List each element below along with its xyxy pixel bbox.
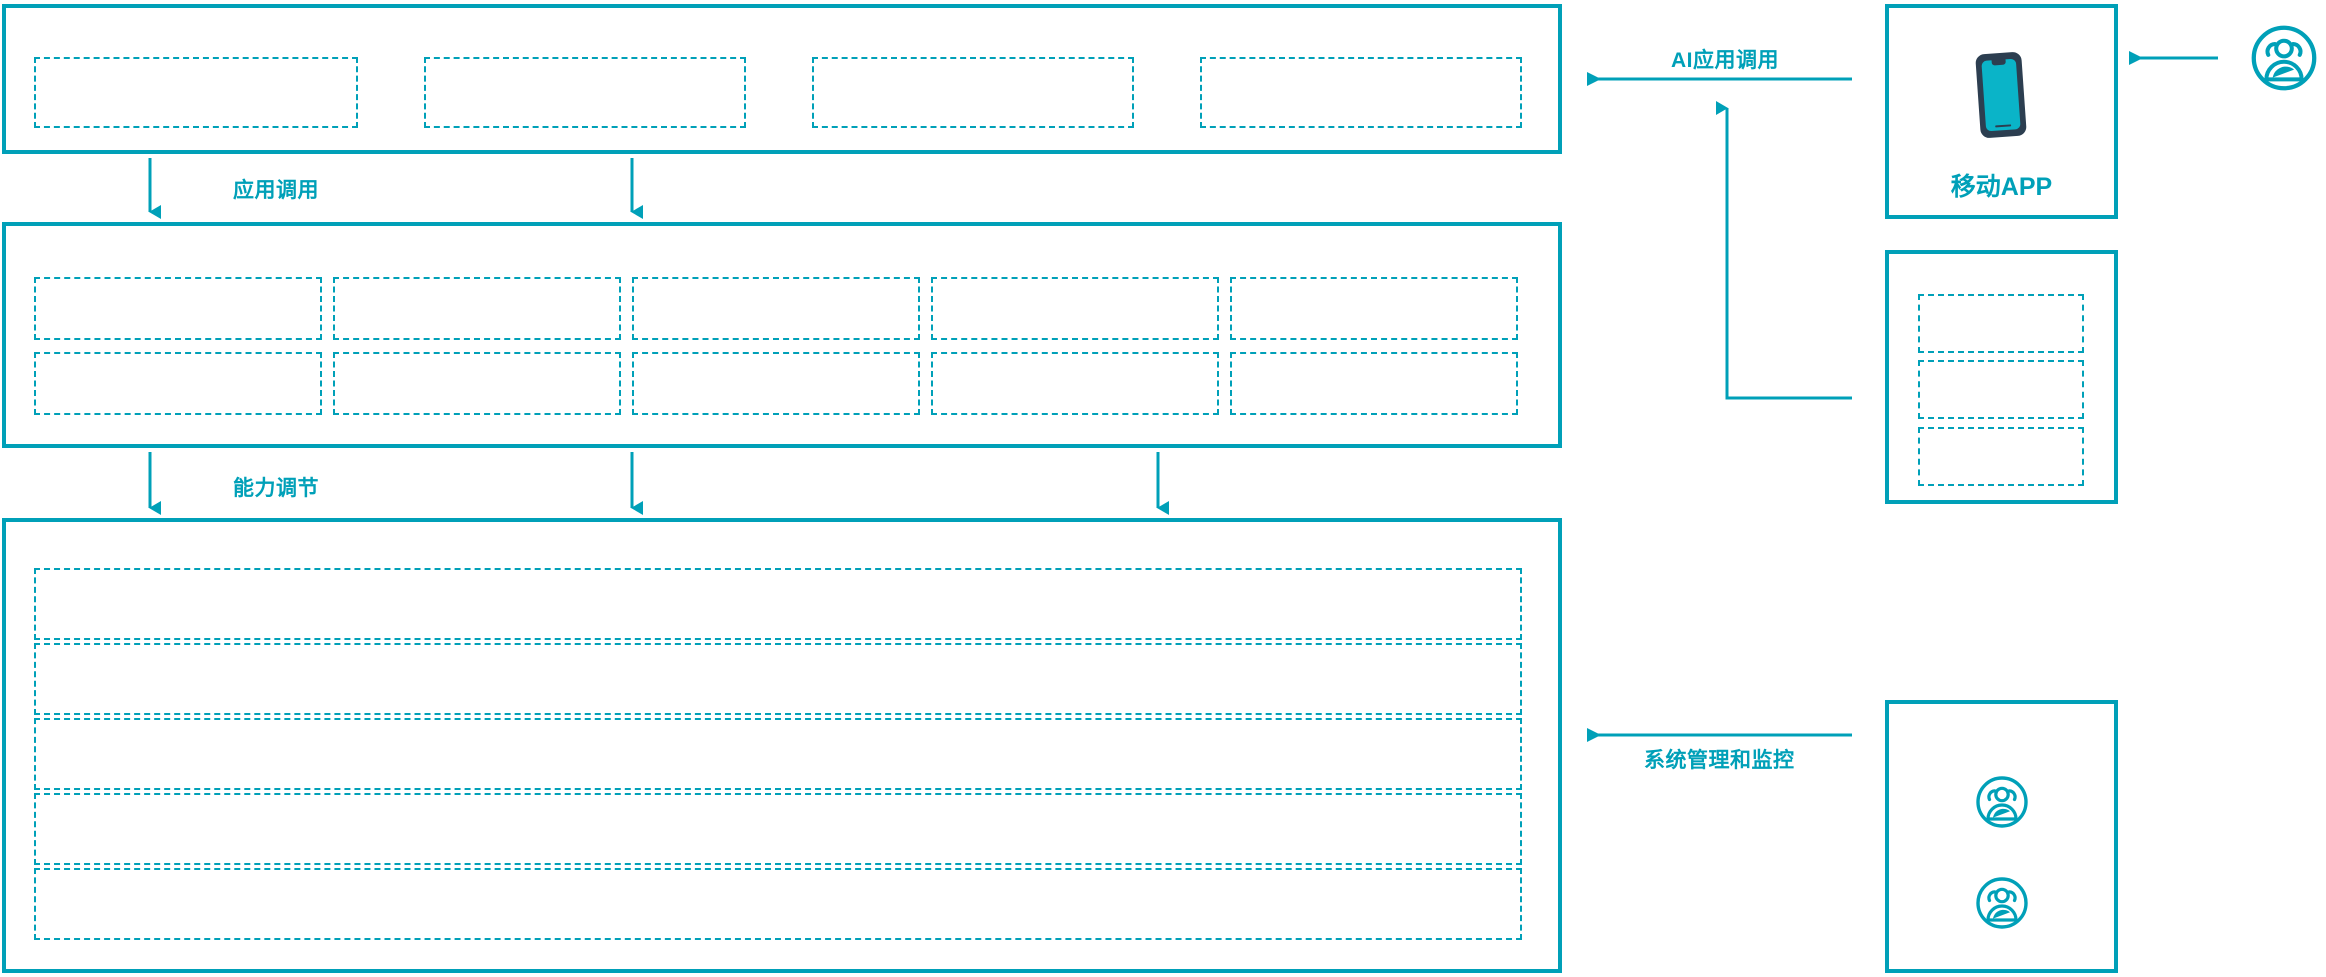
platform-slot[interactable] (34, 718, 1522, 790)
capability-slot[interactable] (632, 277, 920, 340)
platform-slot[interactable] (34, 793, 1522, 865)
user-group-icon (2250, 24, 2318, 92)
application-slot[interactable] (1200, 57, 1522, 128)
system-admin-monitor-flow-label: 系统管理和监控 (1644, 749, 1795, 772)
application-layer-panel[interactable] (2, 4, 1562, 154)
capability-slot[interactable] (1230, 352, 1518, 415)
capability-slot[interactable] (931, 277, 1219, 340)
app-invoke-flow-label: 应用调用 (233, 179, 319, 202)
channel-slot[interactable] (1918, 294, 2084, 353)
mobile-app-caption: 移动APP (1950, 173, 2053, 201)
user-group-icon (1975, 775, 2029, 829)
capability-slot[interactable] (931, 352, 1219, 415)
platform-slot[interactable] (34, 868, 1522, 940)
capability-slot[interactable] (333, 352, 621, 415)
capability-orchestration-flow-label: 能力调节 (233, 477, 319, 500)
application-slot[interactable] (812, 57, 1134, 128)
user-group-icon (1975, 876, 2029, 930)
platform-slot[interactable] (34, 568, 1522, 640)
platform-slot[interactable] (34, 643, 1522, 715)
ai-app-invoke-connector (1587, 72, 1852, 400)
operations-panel[interactable] (1885, 700, 2118, 973)
capability-slot[interactable] (1230, 277, 1518, 340)
capability-slot[interactable] (34, 277, 322, 340)
capability-slot[interactable] (333, 277, 621, 340)
app-invoke-connectors (148, 158, 643, 219)
channel-slot[interactable] (1918, 427, 2084, 486)
ai-app-invoke-flow-label: AI应用调用 (1671, 49, 1779, 72)
capability-slot[interactable] (34, 352, 322, 415)
application-slot[interactable] (34, 57, 358, 128)
smartphone-icon (1971, 50, 2031, 140)
platform-layer-panel[interactable] (2, 518, 1562, 973)
capability-layer-panel[interactable] (2, 222, 1562, 448)
application-slot[interactable] (424, 57, 746, 128)
capability-slot[interactable] (632, 352, 920, 415)
channel-panel[interactable] (1885, 250, 2118, 504)
channel-slot[interactable] (1918, 360, 2084, 419)
